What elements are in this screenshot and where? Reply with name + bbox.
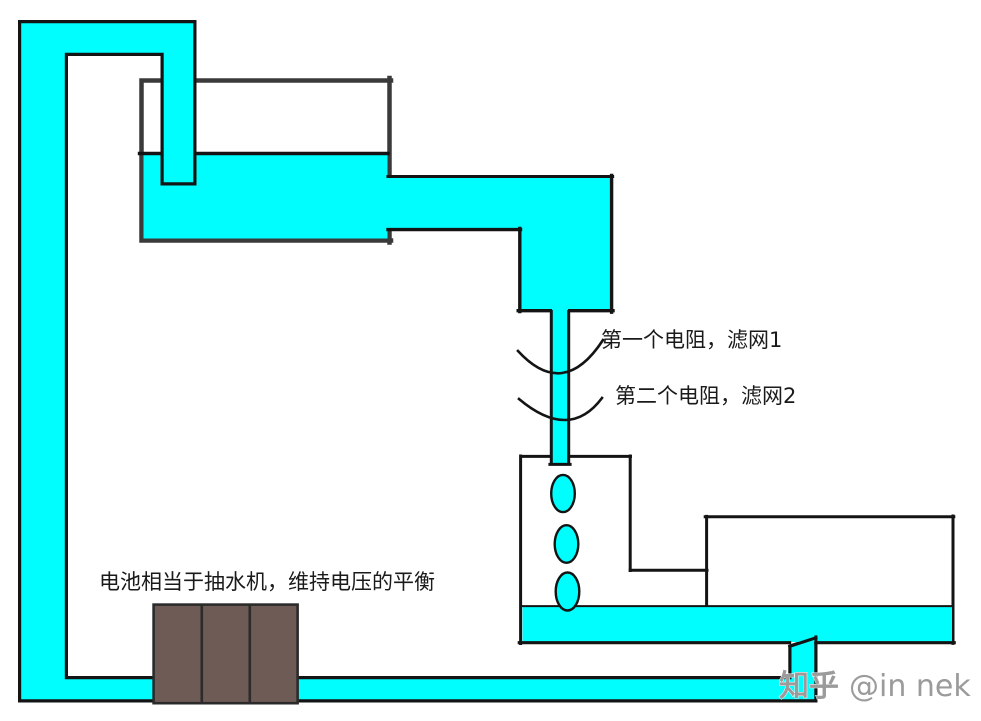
filter-arc-2 — [517, 396, 604, 422]
water-droplets — [550, 473, 581, 612]
annotations: 第一个电阻，滤网1 第二个电阻，滤网2 电池相当于抽水机，维持电压的平衡 — [99, 328, 796, 594]
drop-pipe — [548, 305, 572, 466]
lower-tank — [517, 454, 956, 649]
filter-arc-1 — [516, 338, 605, 375]
label-filter2: 第二个电阻，滤网2 — [615, 384, 796, 408]
filters — [516, 338, 605, 422]
upper-tank-border — [139, 78, 394, 243]
main-loop-pipe — [18, 20, 818, 703]
outlet-pipe-fill — [386, 178, 611, 311]
label-filter1: 第一个电阻，滤网1 — [601, 328, 782, 352]
water-droplet-1 — [550, 473, 577, 514]
outlet-elbow-pipe — [386, 173, 615, 314]
drop-pipe-fill — [552, 305, 568, 464]
label-battery: 电池相当于抽水机，维持电压的平衡 — [99, 570, 435, 594]
watermark-brand: 知乎 — [779, 669, 839, 704]
lower-tank-water — [522, 607, 952, 642]
water-droplet-2 — [553, 524, 580, 565]
watermark-handle: @in nek — [849, 669, 971, 704]
battery-body — [152, 603, 299, 705]
return-riser-slant-edge — [787, 635, 818, 649]
water-droplet-3 — [554, 571, 581, 612]
battery — [152, 603, 299, 705]
watermark: 知乎 @in nek — [779, 669, 971, 704]
